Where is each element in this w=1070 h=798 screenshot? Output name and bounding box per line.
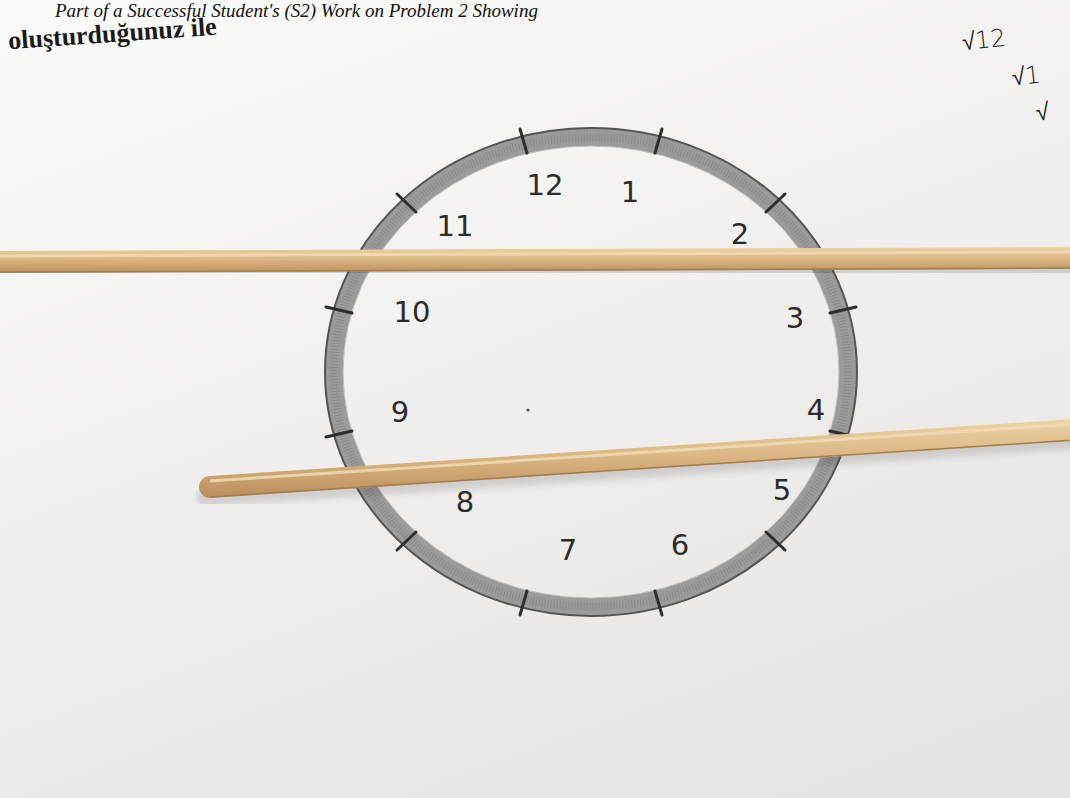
handwritten-note: √1 [1011, 63, 1042, 91]
clock-number: 1 [621, 177, 639, 207]
clock-number: 2 [731, 219, 749, 249]
tick [766, 532, 785, 550]
clock-number: 4 [807, 395, 825, 425]
stick-highlight [0, 252, 1070, 256]
tick [326, 431, 352, 437]
clock-number: 12 [527, 170, 564, 200]
handwritten-note: √ [1035, 99, 1051, 125]
clock-number: 5 [773, 475, 791, 505]
clock-number: 8 [456, 487, 474, 517]
stick-edge [0, 268, 1070, 272]
tick [830, 307, 856, 313]
tick [520, 591, 527, 615]
tick [655, 129, 662, 153]
ring-inner-edge [343, 146, 839, 598]
stick-body [0, 247, 1070, 273]
clock-number: 3 [786, 303, 804, 333]
ring-stipple [334, 137, 848, 607]
handwritten-note: √12 [961, 26, 1007, 56]
clock-number: 10 [394, 297, 431, 327]
tick [397, 194, 416, 212]
stick-edge [210, 439, 1070, 497]
wooden-stick [199, 418, 1070, 498]
wooden-stick [0, 247, 1070, 273]
ring-outer-edge [325, 128, 857, 616]
clock-number: 7 [559, 535, 577, 565]
hour-ticks [326, 129, 856, 615]
tick [655, 591, 662, 615]
heading-fragment: oluşturduğunuz ile [7, 13, 217, 55]
stick-highlight [210, 423, 1070, 481]
clock-number: 11 [437, 211, 474, 241]
tick [520, 129, 527, 153]
tick [326, 307, 352, 313]
clock-ring [334, 137, 848, 607]
center-dot [526, 408, 529, 411]
clock-number: 9 [391, 397, 409, 427]
tick [766, 194, 785, 212]
stick-body [199, 418, 1070, 498]
clock-number: 6 [671, 530, 689, 560]
tick [397, 532, 416, 550]
